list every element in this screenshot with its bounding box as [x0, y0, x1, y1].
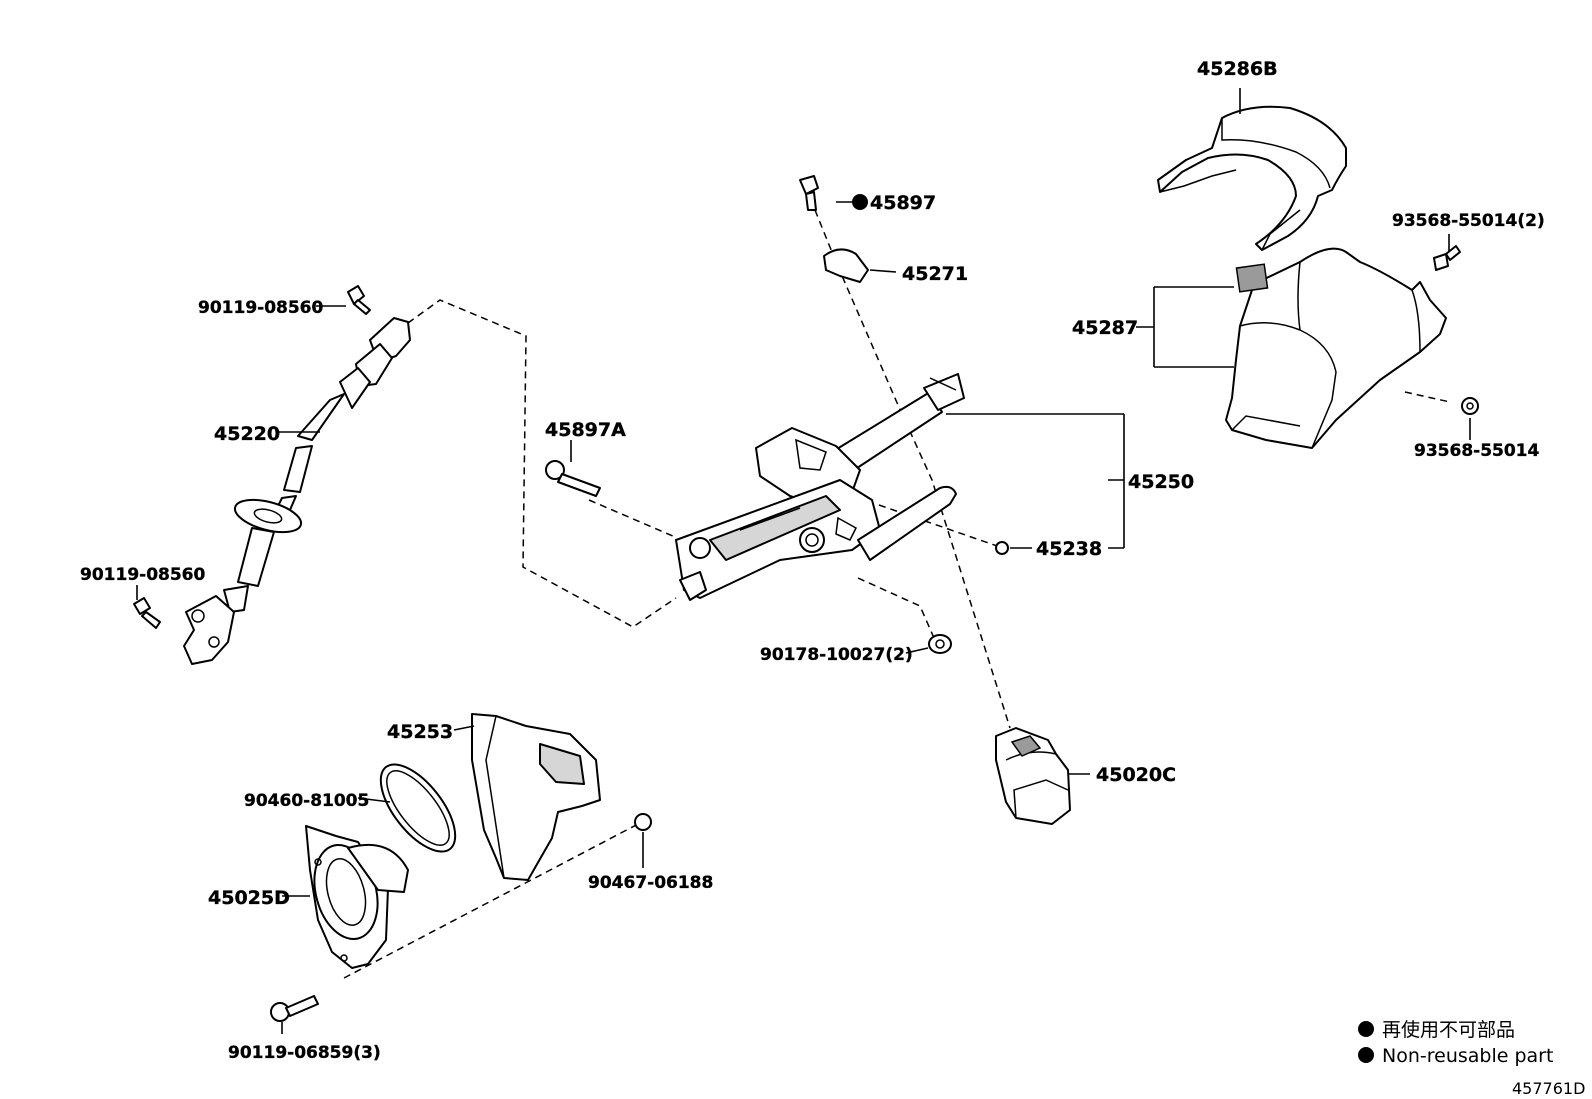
label-90119-08560-top: 90119-08560	[198, 298, 324, 318]
label-45238: 45238	[1036, 538, 1102, 560]
figure-code: 457761D	[1512, 1079, 1585, 1098]
label-45020C: 45020C	[1096, 764, 1176, 786]
column-hole-cover	[995, 727, 1071, 825]
non-reusable-mark	[852, 194, 868, 210]
part-labels: 45286B 45897 45271 93568-55014(2) 90119-…	[80, 58, 1545, 1063]
label-45897: 45897	[870, 192, 936, 214]
leader-lines	[136, 88, 1471, 1034]
upper-column-cover	[1157, 105, 1347, 251]
label-93568-55014: 93568-55014	[1414, 441, 1540, 461]
label-45250: 45250	[1128, 471, 1194, 493]
label-45286B: 45286B	[1197, 58, 1278, 80]
label-90119-08560-mid: 90119-08560	[80, 565, 206, 585]
hole-cover-seal	[305, 825, 409, 969]
legend-bullet-ja	[1358, 1021, 1374, 1037]
label-90467-06188: 90467-06188	[588, 873, 713, 893]
label-90178-10027-2: 90178-10027(2)	[760, 645, 913, 665]
legend-bullet-en	[1358, 1047, 1374, 1063]
label-93568-55014-2: 93568-55014(2)	[1392, 211, 1545, 231]
legend: 再使用不可部品 Non-reusable part	[1358, 1019, 1553, 1067]
column-boot	[471, 713, 601, 881]
label-45271: 45271	[902, 263, 968, 285]
label-45025D: 45025D	[208, 887, 290, 909]
fasteners	[133, 175, 1479, 1022]
label-90119-06859-3: 90119-06859(3)	[228, 1043, 381, 1063]
legend-english: Non-reusable part	[1382, 1045, 1553, 1067]
label-45220: 45220	[214, 423, 280, 445]
lower-column-cover	[1225, 247, 1447, 449]
label-45253: 45253	[387, 721, 453, 743]
label-45287: 45287	[1072, 317, 1138, 339]
o-ring	[379, 763, 457, 853]
label-90460-81005: 90460-81005	[244, 791, 369, 811]
intermediate-shaft	[183, 317, 411, 665]
label-45897A: 45897A	[545, 419, 626, 441]
legend-japanese: 再使用不可部品	[1382, 1019, 1515, 1041]
steering-column-assembly	[675, 373, 965, 601]
